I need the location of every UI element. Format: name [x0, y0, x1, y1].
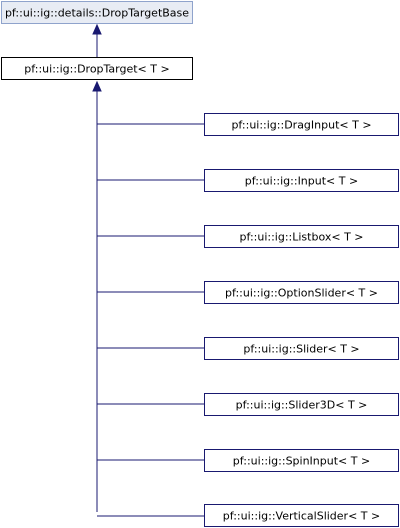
derived-class-box: [204, 337, 399, 360]
derived-class-label: pf::ui::ig::DragInput< T >: [231, 119, 371, 132]
derived-class-box: [204, 504, 399, 527]
inheritance-edges: [92, 23, 204, 517]
node-derived-optionslider[interactable]: pf::ui::ig::OptionSlider< T >: [204, 281, 399, 304]
derived-class-box: [204, 113, 399, 136]
arrowhead-focus: [92, 80, 102, 92]
node-derived-draginput[interactable]: pf::ui::ig::DragInput< T >: [204, 113, 399, 136]
derived-class-label: pf::ui::ig::VerticalSlider< T >: [223, 510, 380, 523]
focus-class-label: pf::ui::ig::DropTarget< T >: [24, 63, 169, 76]
node-focus-class[interactable]: pf::ui::ig::DropTarget< T >: [1, 57, 193, 80]
derived-class-label: pf::ui::ig::SpinInput< T >: [233, 455, 370, 468]
derived-class-label: pf::ui::ig::Slider3D< T >: [236, 399, 368, 412]
derived-class-label: pf::ui::ig::Input< T >: [245, 175, 358, 188]
derived-class-box: [204, 449, 399, 472]
node-derived-listbox[interactable]: pf::ui::ig::Listbox< T >: [204, 225, 399, 248]
base-class-box: [1, 1, 193, 24]
node-derived-spininput[interactable]: pf::ui::ig::SpinInput< T >: [204, 449, 399, 472]
node-derived-slider3d[interactable]: pf::ui::ig::Slider3D< T >: [204, 393, 399, 416]
derived-class-label: pf::ui::ig::OptionSlider< T >: [225, 287, 378, 300]
arrowhead-base: [92, 23, 102, 35]
derived-class-label: pf::ui::ig::Listbox< T >: [239, 231, 363, 244]
base-class-label: pf::ui::ig::details::DropTargetBase: [5, 7, 189, 20]
derived-class-box: [204, 281, 399, 304]
node-derived-slider[interactable]: pf::ui::ig::Slider< T >: [204, 337, 399, 360]
derived-class-label: pf::ui::ig::Slider< T >: [243, 343, 359, 356]
node-derived-verticalslider[interactable]: pf::ui::ig::VerticalSlider< T >: [204, 504, 399, 527]
derived-class-box: [204, 393, 399, 416]
node-base-class[interactable]: pf::ui::ig::details::DropTargetBase: [1, 1, 193, 24]
node-derived-input[interactable]: pf::ui::ig::Input< T >: [204, 169, 399, 192]
derived-class-box: [204, 225, 399, 248]
derived-class-box: [204, 169, 399, 192]
focus-class-box: [1, 57, 193, 80]
